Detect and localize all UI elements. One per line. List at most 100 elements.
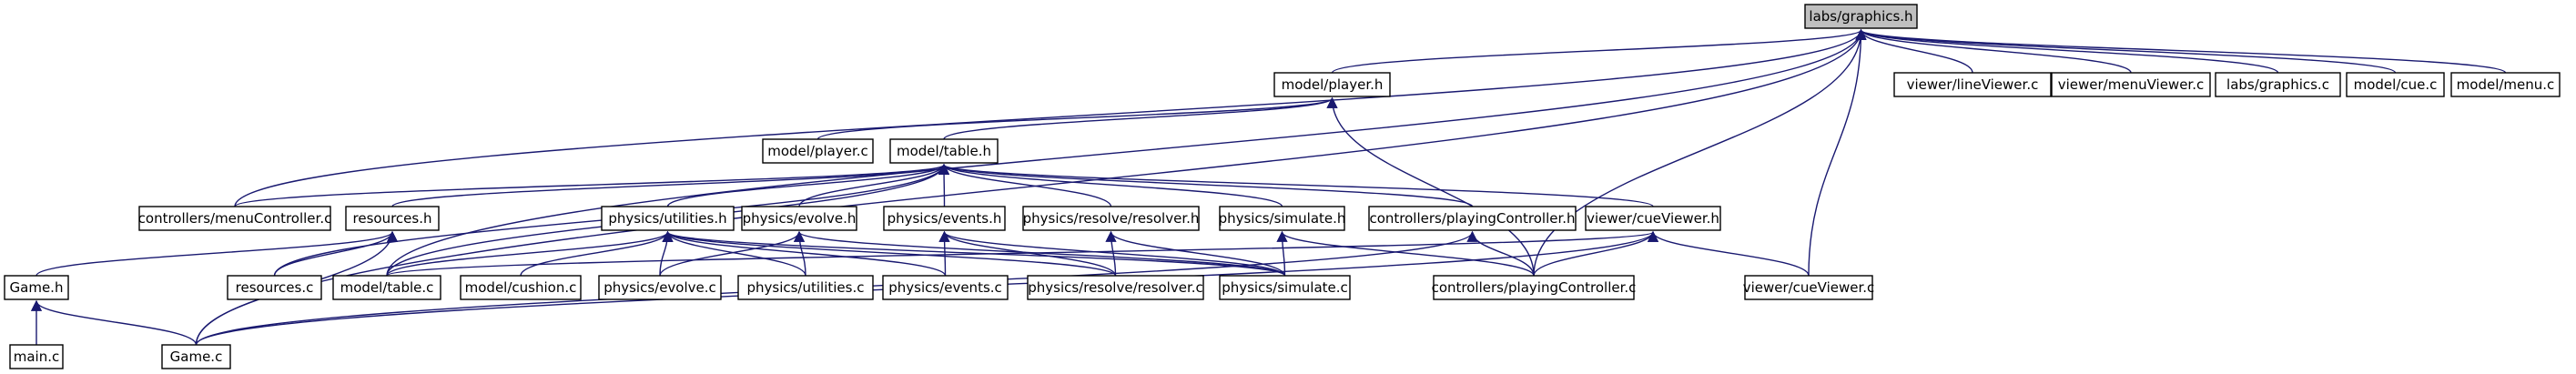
node-playingController-c[interactable]: controllers/playingController.c [1432, 275, 1637, 300]
node-label: controllers/playingController.h [1369, 210, 1575, 227]
edge-graphics_h-to-menuController_c [234, 28, 1867, 207]
node-box [138, 206, 331, 231]
node-evolve-c[interactable]: physics/evolve.c [598, 275, 722, 300]
node-cue-c[interactable]: model/cue.c [2346, 72, 2445, 97]
edge-simulate_h-to-playingController_c [1276, 230, 1535, 277]
node-box [1433, 275, 1635, 300]
node-label: viewer/cueViewer.h [1587, 210, 1719, 227]
edge-utilities_h-to-resolver_c [662, 230, 1117, 277]
node-evolve-h[interactable]: physics/evolve.h [741, 206, 857, 231]
node-label: physics/evolve.c [603, 279, 716, 296]
edge-table_h-to-playingController_h [938, 163, 1474, 207]
node-label: controllers/menuController.c [138, 210, 332, 227]
node-label: model/cue.c [2354, 76, 2438, 93]
node-label: model/player.h [1282, 76, 1384, 93]
node-player-h[interactable]: model/player.h [1273, 72, 1391, 97]
edge-simulate_h-to-simulate_c [1276, 230, 1288, 277]
edge-resources_h-to-Game_h [35, 230, 398, 277]
node-events-h[interactable]: physics/events.h [883, 206, 1006, 231]
node-label: Game.c [170, 349, 223, 365]
edge-graphics_h-to-playingController_c [1533, 28, 1867, 277]
node-label: model/menu.c [2457, 76, 2555, 93]
node-box [1219, 275, 1351, 300]
edge-utilities_h-to-events_c [662, 230, 947, 277]
node-box [9, 344, 64, 369]
edge-utilities_h-to-table_c [386, 230, 674, 277]
node-box [601, 206, 735, 231]
node-box [2450, 72, 2561, 97]
node-playingController-h[interactable]: controllers/playingController.h [1368, 206, 1577, 231]
node-box [1804, 4, 1918, 29]
node-cueViewer-c[interactable]: viewer/cueViewer.c [1743, 275, 1875, 300]
node-box [741, 206, 857, 231]
node-box [1893, 72, 2052, 97]
node-box [227, 275, 322, 300]
node-box [1027, 275, 1204, 300]
edge-evolve_h-to-simulate_c [794, 230, 1286, 277]
node-resolver-c[interactable]: physics/resolve/resolver.c [1027, 275, 1204, 300]
edge-cueViewer_h-to-cueViewer_c [1648, 230, 1810, 277]
node-Game-c[interactable]: Game.c [161, 344, 231, 369]
node-label: physics/utilities.h [608, 210, 726, 227]
edge-table_h-to-utilities_h [666, 163, 949, 207]
edge-events_h-to-events_c [938, 230, 950, 277]
node-box [883, 206, 1006, 231]
node-box [889, 138, 999, 164]
node-box [332, 275, 441, 300]
edge-graphics_h-to-graphics_c [1855, 28, 2279, 74]
edge-graphics_h-to-cue_c [1855, 28, 2397, 74]
edge-utilities_h-to-cushion_c [520, 230, 674, 277]
edge-resolver_h-to-resolver_c [1105, 230, 1117, 277]
edge-player_h-to-playingController_c [1326, 96, 1535, 277]
node-resolver-h[interactable]: physics/resolve/resolver.h [1022, 206, 1200, 231]
edge-table_h-to-cueViewer_h [938, 163, 1654, 207]
edge-table_h-to-resolver_h [938, 163, 1112, 207]
node-label: physics/events.c [888, 279, 1002, 296]
node-box [2346, 72, 2445, 97]
node-cueViewer-h[interactable]: viewer/cueViewer.h [1585, 206, 1721, 231]
node-menuViewer-c[interactable]: viewer/menuViewer.c [2051, 72, 2211, 97]
node-label: main.c [14, 349, 60, 365]
node-simulate-h[interactable]: physics/simulate.h [1219, 206, 1346, 231]
node-box [737, 275, 874, 300]
node-player-c[interactable]: model/player.c [762, 138, 874, 164]
edge-graphics_h-to-menu_c [1855, 28, 2507, 74]
node-menu-c[interactable]: model/menu.c [2450, 72, 2561, 97]
node-resources-h[interactable]: resources.h [345, 206, 440, 231]
node-events-c[interactable]: physics/events.c [882, 275, 1009, 300]
node-label: labs/graphics.c [2226, 76, 2329, 93]
node-utilities-h[interactable]: physics/utilities.h [601, 206, 735, 231]
edge-resolver_h-to-simulate_c [1105, 230, 1286, 277]
node-box [2215, 72, 2341, 97]
node-main-c[interactable]: main.c [9, 344, 64, 369]
edge-cueViewer_h-to-table_c [386, 230, 1658, 277]
node-menuController-c[interactable]: controllers/menuController.c [138, 206, 332, 231]
node-utilities-c[interactable]: physics/utilities.c [737, 275, 874, 300]
node-Game-h[interactable]: Game.h [4, 275, 69, 300]
node-box [882, 275, 1009, 300]
node-cushion-c[interactable]: model/cushion.c [460, 275, 582, 300]
node-graphics-h[interactable]: labs/graphics.h [1804, 4, 1918, 29]
node-box [345, 206, 440, 231]
node-box [1585, 206, 1721, 231]
node-lineViewer-c[interactable]: viewer/lineViewer.c [1893, 72, 2052, 97]
node-resources-c[interactable]: resources.c [227, 275, 322, 300]
edge-graphics_h-to-player_h [1331, 28, 1867, 74]
node-label: physics/evolve.h [743, 210, 857, 227]
node-label: model/cushion.c [465, 279, 577, 296]
node-simulate-c[interactable]: physics/simulate.c [1219, 275, 1351, 300]
node-box [460, 275, 582, 300]
edge-table_h-to-menuController_c [234, 163, 949, 207]
node-graphics-c[interactable]: labs/graphics.c [2215, 72, 2341, 97]
node-label: physics/simulate.c [1222, 279, 1348, 296]
node-table-c[interactable]: model/table.c [332, 275, 441, 300]
node-box [2051, 72, 2211, 97]
edge-Game_h-to-Game_c [31, 299, 198, 346]
node-box [762, 138, 874, 164]
node-label: controllers/playingController.c [1432, 279, 1637, 296]
edge-graphics_h-to-table_c [386, 28, 1867, 277]
node-label: labs/graphics.h [1809, 8, 1912, 25]
node-table-h[interactable]: model/table.h [889, 138, 999, 164]
node-label: Game.h [10, 279, 64, 296]
